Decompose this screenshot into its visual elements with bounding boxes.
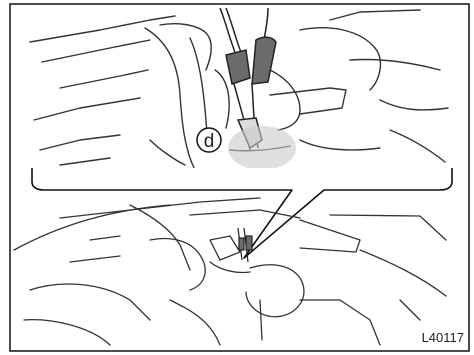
callout-d: d	[197, 128, 221, 152]
connection-highlight	[228, 126, 296, 170]
figure-code: L40117	[422, 330, 464, 345]
callout-label: d	[204, 131, 215, 152]
